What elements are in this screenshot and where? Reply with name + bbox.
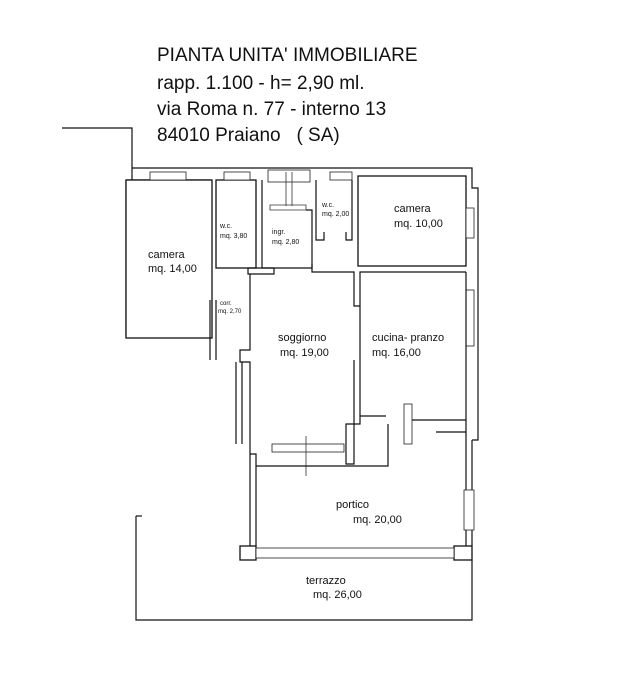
label-cucina: cucina- pranzo <box>372 332 444 344</box>
room-portico <box>239 432 475 561</box>
label-camera-right: camera <box>394 203 432 215</box>
door-cucina-portico <box>403 403 413 445</box>
room-wc-right <box>315 171 353 241</box>
window-cucina <box>465 289 475 347</box>
area-corridoio: mq. 2,70 <box>218 309 242 315</box>
label-portico: portico <box>336 499 369 511</box>
area-wc-left: mq. 3,80 <box>220 233 247 240</box>
area-portico: mq. 20,00 <box>353 514 402 526</box>
city-line: 84010 Praiano ( SA) <box>157 125 340 146</box>
label-soggiorno: soggiorno <box>278 332 326 344</box>
area-ingresso: mq. 2,80 <box>272 239 299 246</box>
label-terrazzo: terrazzo <box>306 575 346 587</box>
terrazzo-area <box>135 515 473 621</box>
address-line: via Roma n. 77 - interno 13 <box>157 99 387 120</box>
window-wc-left <box>223 171 251 181</box>
label-wc-left: w.c. <box>219 223 232 230</box>
label-ingresso: ingr. <box>272 229 285 236</box>
room-camera-left <box>125 179 213 339</box>
label-camera-left: camera <box>148 249 186 261</box>
room-ingresso <box>261 169 313 269</box>
room-wc-left <box>215 179 257 269</box>
scale-height-note: rapp. 1.100 - h= 2,90 ml. <box>157 73 365 94</box>
area-camera-left: mq. 14,00 <box>148 263 197 275</box>
label-wc-right: w.c. <box>321 202 334 209</box>
boundary-line <box>62 127 133 168</box>
cucina-bottom-wall <box>406 419 467 433</box>
area-wc-right: mq. 2,00 <box>322 211 349 218</box>
area-camera-right: mq. 10,00 <box>394 218 443 230</box>
room-camera-right <box>357 175 467 267</box>
window-camera-right <box>465 207 475 239</box>
area-cucina: mq. 16,00 <box>372 347 421 359</box>
window-camera-left <box>149 171 187 181</box>
area-soggiorno: mq. 19,00 <box>280 347 329 359</box>
label-corridoio: corr. <box>220 301 232 307</box>
plan-title: PIANTA UNITA' IMMOBILIARE <box>157 45 418 66</box>
area-terrazzo: mq. 26,00 <box>313 589 362 601</box>
inner-walls <box>209 264 466 465</box>
door-soggiorno-portico <box>271 443 345 453</box>
